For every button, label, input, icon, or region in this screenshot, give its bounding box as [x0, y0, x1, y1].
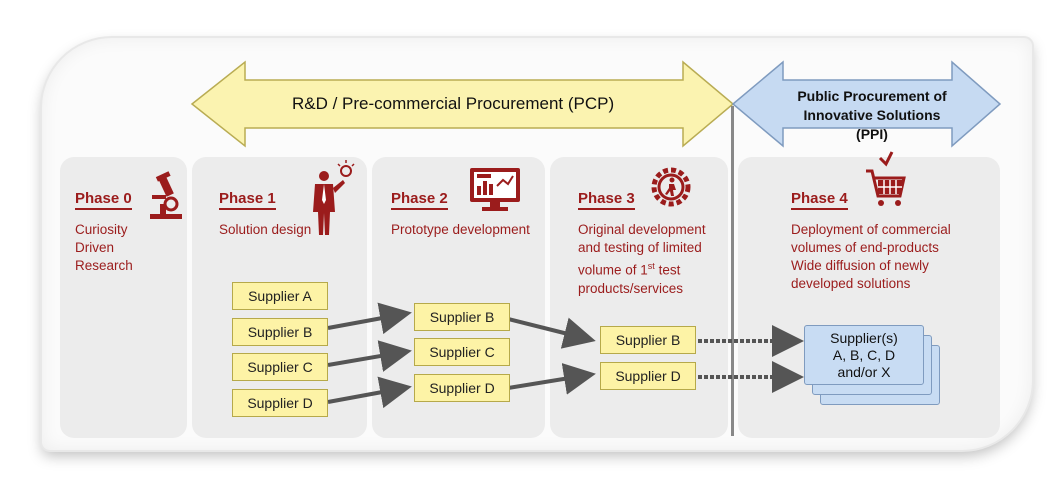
phase-1-title: Phase 1: [219, 190, 276, 210]
phase-0-description: Curiosity Driven Research: [75, 222, 133, 273]
phase3-supplier-b: Supplier B: [600, 326, 696, 354]
phase3-supplier-d: Supplier D: [600, 362, 696, 390]
shopping-cart-icon: [866, 151, 906, 206]
phase-2-description: Prototype development: [391, 222, 530, 237]
phase2-supplier-d: Supplier D: [414, 374, 510, 402]
phase1-supplier-d: Supplier D: [232, 389, 328, 417]
phase-2-title: Phase 2: [391, 190, 448, 210]
ppi-arrow: [731, 60, 1002, 148]
phase1-supplier-c: Supplier C: [232, 353, 328, 381]
gear-person-icon: [651, 167, 691, 207]
monitor-chart-icon: [470, 168, 520, 211]
phase2-supplier-b: Supplier B: [414, 303, 510, 331]
pcp-label: R&D / Pre-commercial Procurement (PCP): [292, 94, 615, 113]
phase-0-title: Phase 0: [75, 190, 132, 210]
ppi-label: Public Procurement of Innovative Solutio…: [797, 88, 947, 142]
microscope-icon: [150, 171, 182, 219]
pcp-ppi-divider: [731, 106, 734, 436]
phase-1-description: Solution design: [219, 222, 312, 237]
phase-3-title: Phase 3: [578, 190, 635, 210]
person-lightbulb-icon: [313, 160, 355, 235]
phase2-supplier-c: Supplier C: [414, 338, 510, 366]
phase-3-description: Original development and testing of limi…: [578, 222, 706, 296]
phase1-supplier-b: Supplier B: [232, 318, 328, 346]
phase4-suppliers-box: Supplier(s) A, B, C, D and/or X: [804, 325, 924, 385]
phase-4-title: Phase 4: [791, 190, 848, 210]
phase-4-description: Deployment of commercial volumes of end-…: [791, 222, 951, 291]
phase1-supplier-a: Supplier A: [232, 282, 328, 310]
